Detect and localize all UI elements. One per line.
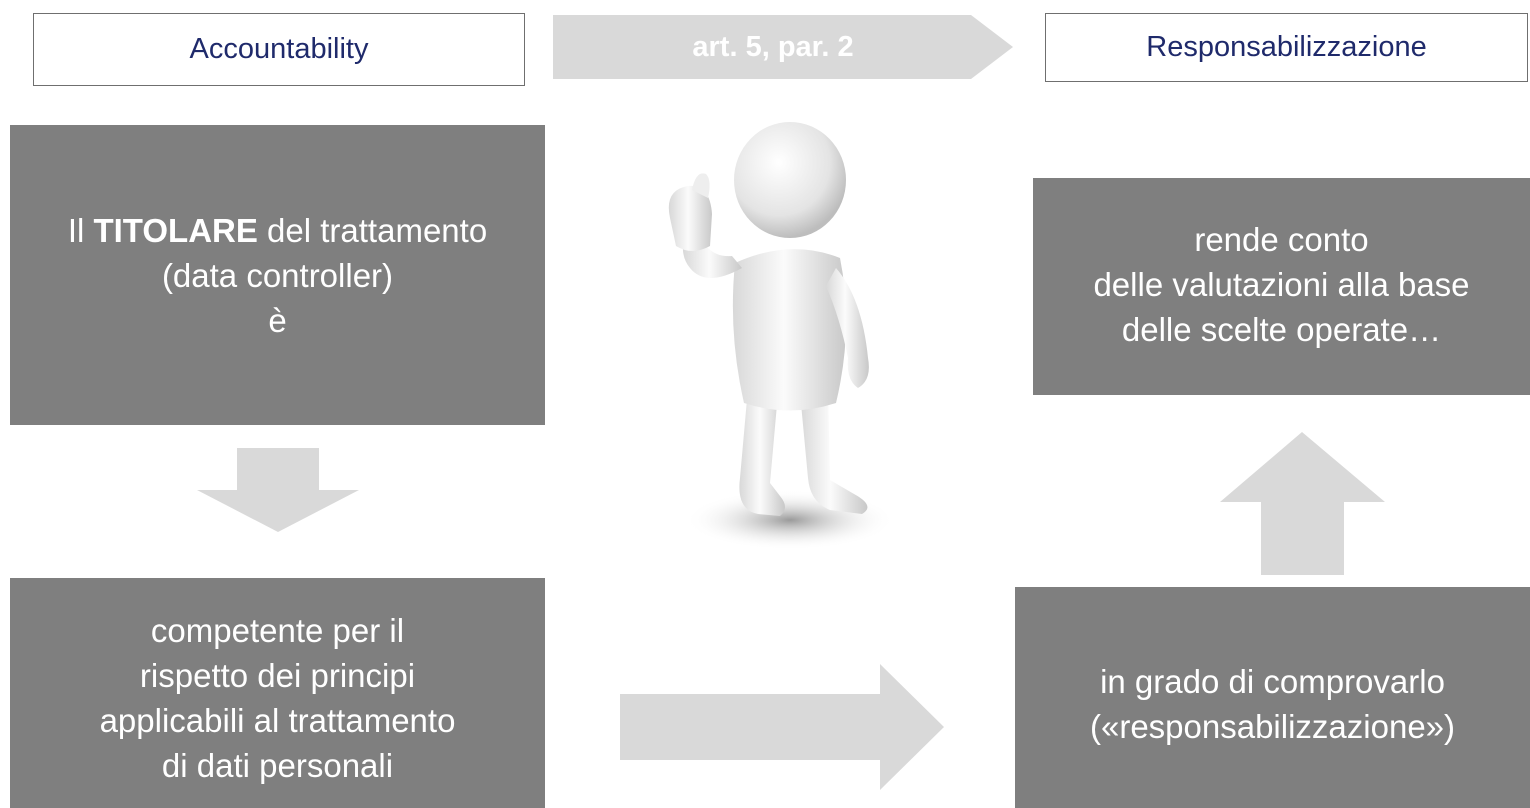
accountability-label-text: Accountability	[189, 33, 369, 65]
competente-line: applicabili al trattamento	[99, 702, 456, 739]
competente-box: competente per il rispetto dei principi …	[10, 578, 545, 808]
article-arrow-label: art. 5, par. 2	[692, 30, 854, 63]
titolare-line-2: (data controller)	[161, 256, 394, 294]
titolare-bold: TITOLARE	[93, 211, 258, 249]
titolare-box: Il TITOLARE del trattamento (data contro…	[10, 125, 545, 425]
thumbs-up-figure-icon	[668, 122, 895, 550]
titolare-line-3: è	[268, 301, 287, 339]
rende-conto-box: rende conto delle valutazioni alla base …	[1033, 178, 1530, 395]
right-arrow-icon	[620, 664, 944, 790]
comprovarlo-line: in grado di comprovarlo	[1100, 662, 1445, 700]
competente-line: competente per il	[150, 612, 405, 649]
up-arrow-icon	[1220, 432, 1385, 575]
down-arrow-icon	[197, 448, 359, 532]
comprovarlo-line: («responsabilizzazione»)	[1089, 707, 1456, 745]
header-chevron-arrow-icon	[553, 15, 1013, 79]
comprovarlo-box: in grado di comprovarlo («responsabilizz…	[1015, 587, 1530, 808]
competente-line: rispetto dei principi	[139, 657, 416, 694]
rende-conto-line: rende conto	[1194, 221, 1369, 258]
responsabilizzazione-label: Responsabilizzazione	[1045, 13, 1528, 82]
titolare-line-1: Il TITOLARE del trattamento	[67, 211, 488, 249]
competente-line: di dati personali	[161, 747, 394, 784]
rende-conto-line: delle scelte operate…	[1121, 311, 1442, 348]
responsabilizzazione-label-text: Responsabilizzazione	[1146, 31, 1427, 63]
accountability-label: Accountability	[33, 13, 525, 86]
rende-conto-line: delle valutazioni alla base	[1093, 266, 1470, 303]
article-arrow: art. 5, par. 2	[553, 15, 1013, 79]
